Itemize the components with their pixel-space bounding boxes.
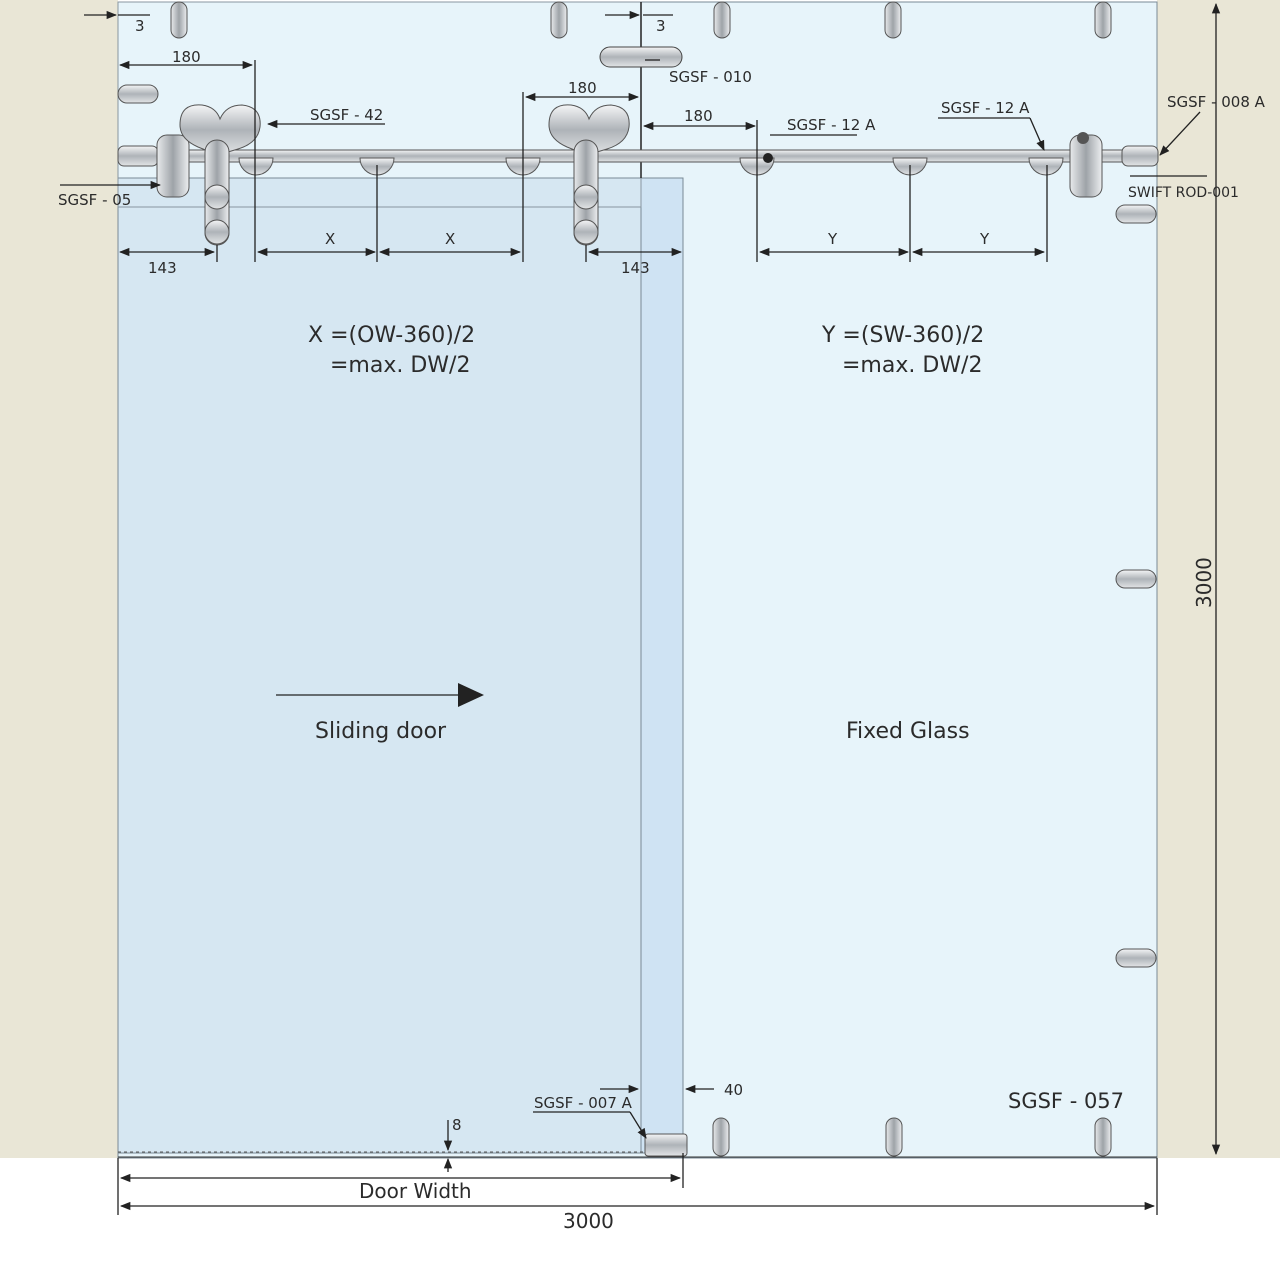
dim-x2-label: X xyxy=(445,230,455,248)
dim-x1-label: X xyxy=(325,230,335,248)
dim-180-left-label: 180 xyxy=(172,48,201,66)
label-sgsf-010: SGSF - 010 xyxy=(669,68,752,86)
formula-x-line2: =max. DW/2 xyxy=(330,353,470,378)
roller-wheel xyxy=(179,104,261,156)
side-clamp xyxy=(1115,204,1157,224)
side-clamp xyxy=(1115,569,1157,589)
left-wall xyxy=(0,0,118,1158)
roller-bolt xyxy=(204,184,230,210)
bottom-clamp xyxy=(712,1117,730,1157)
rail-rod xyxy=(117,149,1159,163)
leader-sgsf-007a-b xyxy=(629,1111,647,1139)
dim-8-label: 8 xyxy=(452,1116,462,1134)
top-clamp xyxy=(1094,1,1112,39)
label-sgsf-057: SGSF - 057 xyxy=(1008,1089,1124,1113)
label-sgsf-007a: SGSF - 007 A xyxy=(534,1094,633,1112)
dim-180-mid-label: 180 xyxy=(568,79,597,97)
sgsf-12a-point xyxy=(763,153,773,163)
door-width-label: Door Width xyxy=(359,1179,472,1203)
floor-guide xyxy=(644,1133,688,1157)
bottom-clamps xyxy=(712,1117,1112,1157)
dim-y1-label: Y xyxy=(827,230,838,248)
formula-y-line2: =max. DW/2 xyxy=(842,353,982,378)
label-sgsf-12a-2: SGSF - 12 A xyxy=(941,99,1030,117)
roller-bolt xyxy=(573,184,599,210)
top-clamp xyxy=(170,1,188,39)
rod-support xyxy=(238,157,274,176)
bottom-clamp xyxy=(885,1117,903,1157)
dim-180-right-label: 180 xyxy=(684,107,713,125)
total-height-label: 3000 xyxy=(1192,557,1216,608)
dim-gap-left-label: 3 xyxy=(135,17,145,35)
formula-y-line1: Y =(SW-360)/2 xyxy=(821,323,984,348)
rod-end-right xyxy=(1121,145,1159,167)
sliding-door-label: Sliding door xyxy=(315,719,447,744)
roller-bolt xyxy=(204,219,230,245)
side-clamps xyxy=(117,84,1157,968)
bracket-bolt xyxy=(1077,132,1089,144)
bottom-clamp xyxy=(1094,1117,1112,1157)
label-sgsf-008a: SGSF - 008 A xyxy=(1167,93,1266,111)
dim-y2-label: Y xyxy=(979,230,990,248)
side-clamp xyxy=(1115,948,1157,968)
leader-sgsf-12a-2b xyxy=(1029,117,1045,151)
roller-wheel xyxy=(548,104,630,156)
slide-direction-arrowhead xyxy=(458,683,484,707)
label-swift-rod: SWIFT ROD-001 xyxy=(1128,185,1239,201)
top-clamp xyxy=(884,1,902,39)
dim-143-right-label: 143 xyxy=(621,259,650,277)
wall-bracket-left xyxy=(156,134,190,198)
sgsf-010-connector xyxy=(599,46,683,68)
roller-right xyxy=(548,104,630,246)
top-clamps xyxy=(170,1,1112,39)
sliding-door-panel xyxy=(117,177,642,1154)
formula-x-line1: X =(OW-360)/2 xyxy=(308,323,475,348)
dim-gap-mid-label: 3 xyxy=(656,17,666,35)
wall-bracket-right xyxy=(1069,134,1103,198)
dim-40-label: 40 xyxy=(724,1081,743,1099)
top-clamp xyxy=(713,1,731,39)
roller-left xyxy=(179,104,261,246)
side-clamp xyxy=(117,84,159,104)
leader-sgsf-008a xyxy=(1159,111,1201,156)
fixed-glass-label: Fixed Glass xyxy=(846,719,970,744)
rod-support xyxy=(1028,157,1064,176)
dim-143-left-label: 143 xyxy=(148,259,177,277)
roller-bolt xyxy=(573,219,599,245)
label-sgsf-42: SGSF - 42 xyxy=(310,106,383,124)
right-wall xyxy=(1157,0,1280,1158)
total-width-label: 3000 xyxy=(563,1209,614,1233)
top-clamp xyxy=(550,1,568,39)
label-sgsf-12a-1: SGSF - 12 A xyxy=(787,116,876,134)
rod-end-left xyxy=(117,145,159,167)
overlap-strip xyxy=(640,177,684,1154)
label-sgsf-05: SGSF - 05 xyxy=(58,191,131,209)
